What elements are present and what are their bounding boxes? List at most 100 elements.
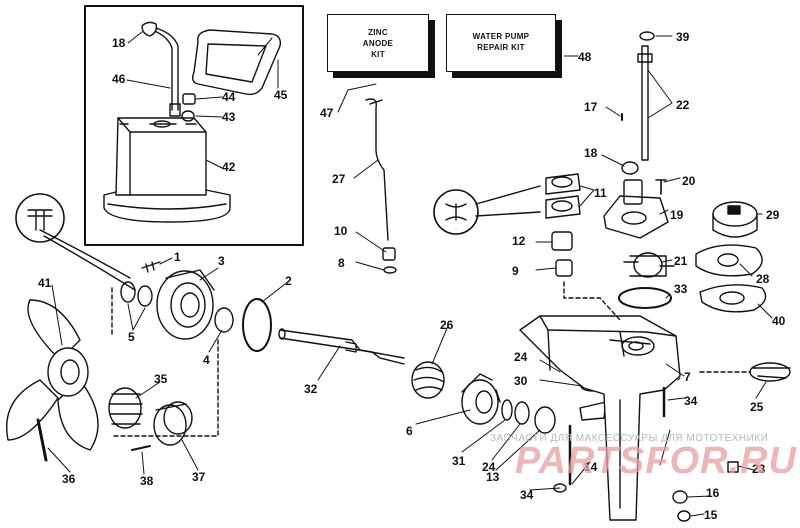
callout-7: 7 [684, 370, 691, 384]
callout-21: 21 [674, 254, 688, 268]
part-43-ring [181, 110, 195, 122]
pump-kit-line2: REPAIR KIT [477, 43, 525, 52]
part-1-screw [141, 261, 161, 273]
zinc-anode-kit-box: ZINC ANODE KIT [327, 14, 429, 72]
callout-47: 47 [320, 106, 334, 120]
callout-30: 30 [514, 374, 528, 388]
pump-kit-line1: WATER PUMP [472, 32, 530, 41]
callout-15: 15 [704, 508, 718, 522]
zinc-kit-line1: ZINC [368, 28, 388, 37]
part-32-shaft [278, 328, 405, 365]
part-35-drive [108, 387, 143, 429]
part-33-oring [618, 287, 672, 309]
callout-46: 46 [112, 72, 126, 86]
callout-12: 12 [512, 234, 526, 248]
callout-20: 20 [682, 174, 696, 188]
callout-37: 37 [192, 470, 206, 484]
part-20-screw [655, 179, 667, 195]
detail-circle-right [433, 189, 479, 235]
callout-43: 43 [222, 110, 236, 124]
callout-24b: 24 [514, 350, 528, 364]
callout-40: 40 [772, 314, 786, 328]
part-31-ring [501, 399, 513, 421]
part-24-washer [514, 401, 530, 425]
callout-48: 48 [578, 50, 592, 64]
callout-16: 16 [706, 486, 720, 500]
part-6-gear [461, 373, 501, 425]
callout-29: 29 [766, 208, 780, 222]
part-7-gearcase [519, 315, 681, 521]
callout-5: 5 [128, 330, 135, 344]
zinc-kit-line2: ANODE [362, 39, 394, 48]
callout-34a: 34 [520, 488, 534, 502]
callout-27: 27 [332, 172, 346, 186]
callout-18b: 18 [584, 146, 598, 160]
callout-26: 26 [440, 318, 454, 332]
part-4-bearing [214, 307, 234, 333]
callout-11: 11 [594, 186, 607, 200]
callout-3: 3 [218, 254, 225, 268]
callout-45: 45 [274, 88, 288, 102]
part-46-tube [141, 21, 181, 117]
callout-6: 6 [406, 424, 413, 438]
callout-44: 44 [222, 90, 236, 104]
watermark-caption: ЗАПЧАСТИ ДЛЯ МАКСЕССУАРЫ ДЛЯ МОТОТЕХНИКИ [490, 433, 769, 444]
part-10-bushing [382, 247, 396, 261]
part-16-plug [672, 490, 688, 504]
callout-10: 10 [334, 224, 348, 238]
part-5-washer-b [137, 285, 153, 307]
callout-14: 14 [584, 460, 598, 474]
lead-lines-seal [475, 185, 541, 217]
part-19-pump-housing [603, 179, 669, 239]
callout-41: 41 [38, 276, 52, 290]
part-13-bearing [534, 406, 556, 434]
part-9-bushing [555, 259, 573, 277]
callout-19: 19 [670, 208, 684, 222]
callout-32: 32 [304, 382, 318, 396]
part-15-plug [677, 510, 691, 522]
callout-42: 42 [222, 160, 236, 174]
part-12-bushing [551, 231, 573, 251]
part-23-plug [727, 461, 739, 473]
dashed-center [563, 281, 621, 321]
callout-34b: 34 [684, 394, 698, 408]
callout-17: 17 [584, 100, 598, 114]
part-25-anode [749, 362, 791, 382]
part-29-pump-cup [712, 201, 758, 238]
part-45-gasket [191, 29, 282, 96]
callout-9: 9 [512, 264, 519, 278]
water-pump-kit-box: WATER PUMP REPAIR KIT [446, 14, 556, 72]
callout-36: 36 [62, 472, 76, 486]
part-11-seals [545, 173, 581, 219]
part-41-propeller [6, 299, 99, 451]
part-3-bearing-housing [156, 269, 215, 340]
callout-22: 22 [676, 98, 690, 112]
lead-line-2 [43, 235, 136, 291]
part-22-driveshaft [637, 45, 653, 161]
callout-31: 31 [452, 454, 466, 468]
callout-33: 33 [674, 282, 688, 296]
part-18-grommet [621, 161, 639, 175]
part-gear-small [579, 401, 607, 421]
part-37-hub [153, 401, 193, 446]
lead-line [39, 229, 131, 279]
callout-38: 38 [140, 474, 154, 488]
detail-seal [445, 203, 467, 221]
inset-frame [84, 5, 304, 246]
callout-39: 39 [676, 30, 690, 44]
part-40-gasket [699, 284, 767, 313]
callout-18a: 18 [112, 36, 126, 50]
part-39-ring [639, 31, 655, 41]
part-44-sleeve [182, 93, 196, 105]
part-21-impeller [623, 252, 675, 278]
callout-23: 23 [752, 462, 766, 476]
callout-25: 25 [750, 400, 764, 414]
part-2-oring [242, 298, 272, 352]
callout-1: 1 [174, 250, 181, 264]
callout-4: 4 [203, 353, 210, 367]
callout-28: 28 [756, 272, 770, 286]
shift-rod-tip [369, 99, 383, 105]
part-27-shift-rod [365, 98, 389, 241]
